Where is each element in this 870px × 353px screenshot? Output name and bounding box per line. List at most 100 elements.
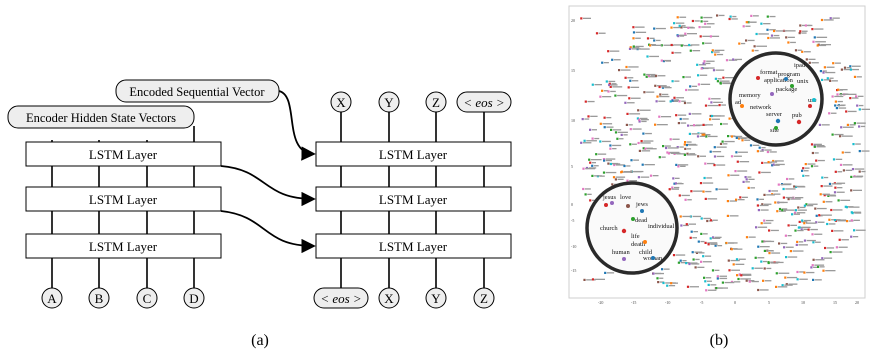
scatter-point — [768, 229, 771, 232]
cluster-1-points — [740, 76, 816, 130]
scatter-point — [680, 44, 683, 47]
cluster-word: love — [620, 194, 631, 201]
scatter-point — [649, 44, 652, 47]
scatter-word-smudge — [785, 30, 796, 32]
scatter-word-smudge — [861, 170, 866, 173]
scatter-word-smudge — [641, 150, 651, 152]
scatter-word-smudge — [756, 45, 767, 47]
scatter-point — [858, 125, 861, 128]
scatter-point — [657, 281, 660, 284]
scatter-word-smudge — [699, 155, 706, 157]
scatter-word-smudge — [848, 206, 860, 208]
scatter-word-smudge — [722, 82, 734, 85]
scatter-word-smudge — [798, 244, 808, 246]
scatter-word-smudge — [778, 272, 790, 274]
scatter-point — [760, 222, 763, 225]
scatter-word-smudge — [640, 119, 649, 121]
scatter-point — [689, 236, 692, 239]
scatter-word-smudge — [844, 151, 851, 154]
scatter-word-smudge — [769, 15, 776, 18]
scatter-word-smudge — [814, 152, 819, 154]
scatter-point — [636, 117, 639, 120]
scatter-point — [783, 246, 786, 249]
scatter-word-smudge — [639, 109, 651, 111]
scatter-word-smudge — [658, 100, 666, 102]
scatter-point — [823, 194, 826, 197]
scatter-point — [781, 284, 784, 287]
scatter-word-smudge — [852, 189, 862, 191]
scatter-point — [799, 24, 802, 27]
scatter-word-smudge — [759, 289, 769, 291]
scatter-word-smudge — [714, 269, 720, 271]
scatter-point — [715, 188, 718, 191]
scatter-word-smudge — [833, 230, 844, 232]
scatter-point — [602, 158, 606, 161]
scatter-point — [846, 123, 849, 126]
scatter-word-smudge — [674, 80, 680, 82]
scatter-point — [700, 232, 703, 235]
scatter-word-smudge — [747, 176, 752, 178]
scatter-point — [830, 208, 833, 212]
scatter-point — [688, 112, 691, 115]
scatter-point — [775, 285, 778, 288]
scatter-point — [701, 133, 704, 136]
scatter-word-smudge — [817, 159, 825, 162]
scatter-word-smudge — [738, 137, 749, 139]
scatter-word-smudge — [692, 215, 702, 218]
scatter-point — [614, 94, 617, 97]
scatter-word-smudge — [748, 236, 756, 238]
scatter-word-smudge — [780, 242, 788, 245]
scatter-point — [766, 15, 769, 18]
scatter-point — [646, 55, 649, 58]
scatter-point — [726, 214, 729, 217]
scatter-word-smudge — [650, 44, 656, 46]
scatter-point — [673, 96, 676, 99]
scatter-point — [632, 26, 635, 29]
scatter-word-smudge — [598, 32, 606, 34]
scatter-word-smudge — [780, 183, 791, 186]
scatter-word-smudge — [824, 176, 829, 179]
scatter-point — [670, 26, 673, 29]
scatter-point — [666, 151, 669, 154]
scatter-word-smudge — [814, 233, 823, 235]
scatter-word-smudge — [853, 176, 863, 178]
scatter-word-smudge — [687, 148, 692, 150]
scatter-point — [591, 83, 594, 86]
y-axis-ticks: 20 15 10 5 0 -5 -10 -15 — [571, 18, 576, 273]
scatter-point — [738, 273, 741, 276]
scatter-word-smudge — [745, 25, 751, 27]
scatter-word-smudge — [672, 138, 680, 140]
scatter-word-smudge — [819, 266, 825, 268]
scatter-point — [692, 258, 695, 261]
scatter-point — [858, 170, 861, 173]
scatter-word-smudge — [743, 274, 752, 276]
scatter-word-smudge — [612, 86, 623, 88]
scatter-point — [671, 186, 674, 189]
scatter-point — [736, 274, 739, 277]
scatter-point — [659, 93, 662, 96]
scatter-word-smudge — [639, 48, 650, 50]
scatter-point — [679, 215, 682, 218]
cluster-word: life — [631, 233, 640, 240]
scatter-point — [649, 174, 653, 177]
caption-b: (b) — [710, 332, 729, 349]
scatter-point — [775, 272, 778, 275]
scatter-word-smudge — [612, 148, 617, 150]
scatter-point — [706, 219, 709, 223]
scatter-word-smudge — [717, 78, 722, 80]
scatter-word-smudge — [758, 33, 769, 35]
scatter-word-smudge — [739, 161, 750, 163]
scatter-point — [856, 104, 859, 107]
scatter-word-smudge — [672, 282, 678, 284]
scatter-word-smudge — [801, 32, 807, 34]
scatter-word-smudge — [752, 144, 760, 146]
scatter-word-smudge — [719, 275, 727, 277]
scatter-point — [595, 153, 598, 156]
cluster-word: child — [639, 249, 653, 256]
scatter-word-smudge — [788, 178, 795, 180]
scatter-point — [778, 207, 782, 211]
scatter-point — [745, 178, 748, 181]
context-arrows — [220, 90, 316, 254]
scatter-point — [611, 58, 614, 61]
scatter-point — [850, 219, 853, 222]
